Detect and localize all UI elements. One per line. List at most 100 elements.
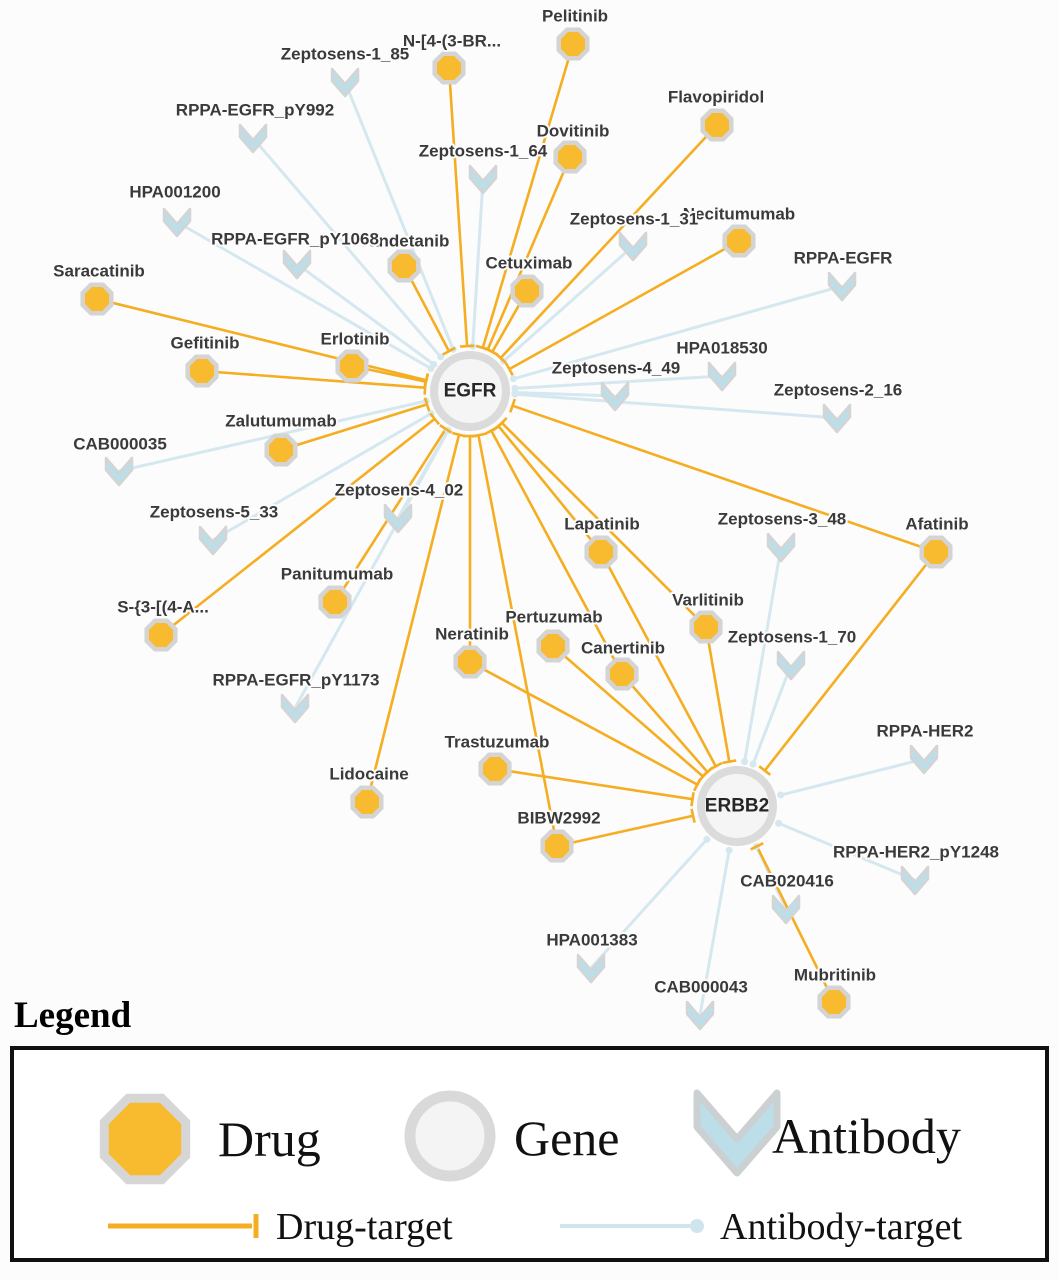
- node-label-necitumumab: Necitumumab: [683, 205, 795, 224]
- antibody-node-cab000035[interactable]: [104, 456, 134, 487]
- edge-end-dot: [509, 375, 517, 383]
- drug-node-erlotinib[interactable]: [335, 349, 369, 383]
- node-label-rppa-egfr_py1068: RPPA-EGFR_pY1068: [211, 230, 379, 249]
- antibody-node-rppa-egfr_py1173[interactable]: [280, 693, 310, 724]
- drug-node-bibw2992[interactable]: [540, 829, 574, 863]
- drug-node-necitumumab[interactable]: [722, 224, 756, 258]
- node-label-zeptosens-5_33: Zeptosens-5_33: [150, 503, 279, 522]
- node-label-hpa018530: HPA018530: [676, 339, 767, 358]
- node-label-lidocaine: Lidocaine: [329, 765, 408, 784]
- antibody-target-edge: [512, 284, 843, 381]
- node-label-zeptosens-2_16: Zeptosens-2_16: [774, 381, 903, 400]
- legend-title: Legend: [14, 995, 132, 1036]
- antibody-node-zeptosens-1_85[interactable]: [330, 67, 360, 98]
- drug-target-edge: [704, 626, 731, 762]
- node-label-zeptosens-4_49: Zeptosens-4_49: [552, 359, 681, 378]
- antibody-target-edge: [780, 757, 925, 797]
- drug-node-pertuzumab[interactable]: [536, 629, 570, 663]
- drug-target-edge: [499, 124, 718, 359]
- antibody-node-cab000043[interactable]: [685, 1000, 715, 1031]
- antibody-node-zeptosens-4_49[interactable]: [600, 381, 630, 412]
- antibody-target-edge: [251, 137, 442, 358]
- antibody-node-cab020416[interactable]: [771, 894, 801, 925]
- node-label-cab020416: CAB020416: [740, 872, 834, 891]
- antibody-target-edge: [212, 412, 432, 542]
- drug-target-edge: [477, 434, 559, 847]
- antibody-node-rppa-egfr_py992[interactable]: [238, 123, 268, 154]
- drug-node-n-4-3-br[interactable]: [432, 51, 466, 85]
- inhibition-bar: [429, 412, 441, 426]
- node-label-s-3-4-a: S-{3-[(4-A...: [117, 598, 209, 617]
- gene-node-egfr[interactable]: [430, 351, 510, 431]
- node-label-flavopiridol: Flavopiridol: [668, 88, 764, 107]
- antibody-node-zeptosens-1_31[interactable]: [618, 231, 648, 262]
- antibody-edge-layer: [118, 81, 925, 1016]
- antibody-node-zeptosens-5_33[interactable]: [198, 525, 228, 556]
- drug-node-neratinib[interactable]: [453, 645, 487, 679]
- antibody-node-rppa-egfr_py1068[interactable]: [282, 249, 312, 280]
- drug-target-edge: [469, 660, 699, 786]
- drug-node-saracatinib[interactable]: [80, 282, 114, 316]
- inhibition-bar: [722, 759, 737, 765]
- antibody-node-zeptosens-1_70[interactable]: [776, 650, 806, 681]
- drug-node-mubritinib[interactable]: [817, 985, 851, 1019]
- node-label-panitumumab: Panitumumab: [281, 565, 393, 584]
- drug-edge-layer: [96, 43, 938, 1003]
- antibody-target-edge: [514, 391, 616, 398]
- antibody-node-zeptosens-3_48[interactable]: [766, 532, 796, 563]
- drug-node-afatinib[interactable]: [919, 535, 953, 569]
- antibody-node-hpa001383[interactable]: [576, 953, 606, 984]
- inhibition-bar: [485, 347, 500, 357]
- node-label-neratinib: Neratinib: [435, 625, 509, 644]
- gene-node-erbb2[interactable]: [697, 766, 777, 846]
- antibody-node-rppa-her2_py1248[interactable]: [900, 865, 930, 896]
- edge-end-dot: [703, 835, 711, 843]
- drug-node-zalutumumab[interactable]: [264, 433, 298, 467]
- drug-target-edge: [621, 673, 709, 773]
- drug-node-pelitinib[interactable]: [556, 27, 590, 61]
- drug-node-panitumumab[interactable]: [318, 585, 352, 619]
- inhibition-bar: [509, 398, 517, 413]
- drug-target-edge: [201, 369, 426, 389]
- drug-target-edge: [486, 156, 572, 351]
- drug-node-lapatinib[interactable]: [584, 535, 618, 569]
- drug-node-canertinib[interactable]: [605, 657, 639, 691]
- antibody-node-zeptosens-1_64[interactable]: [468, 164, 498, 195]
- antibody-node-rppa-her2[interactable]: [909, 744, 939, 775]
- inhibition-bar: [758, 765, 772, 776]
- antibody-node-rppa-egfr[interactable]: [827, 271, 857, 302]
- drug-node-vandetanib[interactable]: [387, 249, 421, 283]
- drug-node-dovitinib[interactable]: [553, 140, 587, 174]
- antibody-target-edge: [777, 821, 916, 882]
- antibody-node-zeptosens-2_16[interactable]: [822, 403, 852, 434]
- node-label-cab000043: CAB000043: [654, 978, 748, 997]
- drug-target-edge: [755, 845, 836, 1003]
- antibody-node-hpa001200[interactable]: [162, 207, 192, 238]
- antibody-node-hpa018530[interactable]: [707, 361, 737, 392]
- antibody-legend-icon: [693, 1089, 781, 1177]
- inhibition-bar: [690, 792, 695, 807]
- drug-node-flavopiridol[interactable]: [700, 108, 734, 142]
- inhibition-bar: [423, 374, 429, 389]
- inhibition-bar: [460, 344, 475, 348]
- antibody-node-zeptosens-4_02[interactable]: [383, 503, 413, 534]
- node-label-cab000035: CAB000035: [73, 435, 167, 454]
- node-label-vandetanib: Vandetanib: [359, 232, 450, 251]
- antibody-target-legend-line: [560, 1219, 704, 1233]
- drug-node-s-3-4-a[interactable]: [144, 618, 178, 652]
- node-label-cetuximab: Cetuximab: [486, 254, 573, 273]
- drug-node-varlitinib[interactable]: [689, 610, 723, 644]
- drug-node-lidocaine[interactable]: [350, 785, 384, 819]
- node-label-dovitinib: Dovitinib: [537, 122, 610, 141]
- drug-node-cetuximab[interactable]: [510, 274, 544, 308]
- label-layer: EGFRERBB2PelitinibN-[4-(3-BR...Flavopiri…: [51, 5, 1001, 999]
- inhibition-bar: [701, 766, 714, 778]
- drug-target-edge: [96, 297, 427, 382]
- antibody-target-edge: [751, 664, 793, 765]
- node-label-zalutumumab: Zalutumumab: [225, 412, 336, 431]
- drug-node-trastuzumab[interactable]: [478, 752, 512, 786]
- drug-node-gefitinib[interactable]: [185, 354, 219, 388]
- node-label-zeptosens-1_31: Zeptosens-1_31: [570, 210, 699, 229]
- inhibition-bar: [495, 416, 508, 429]
- node-label-zeptosens-1_64: Zeptosens-1_64: [419, 142, 548, 161]
